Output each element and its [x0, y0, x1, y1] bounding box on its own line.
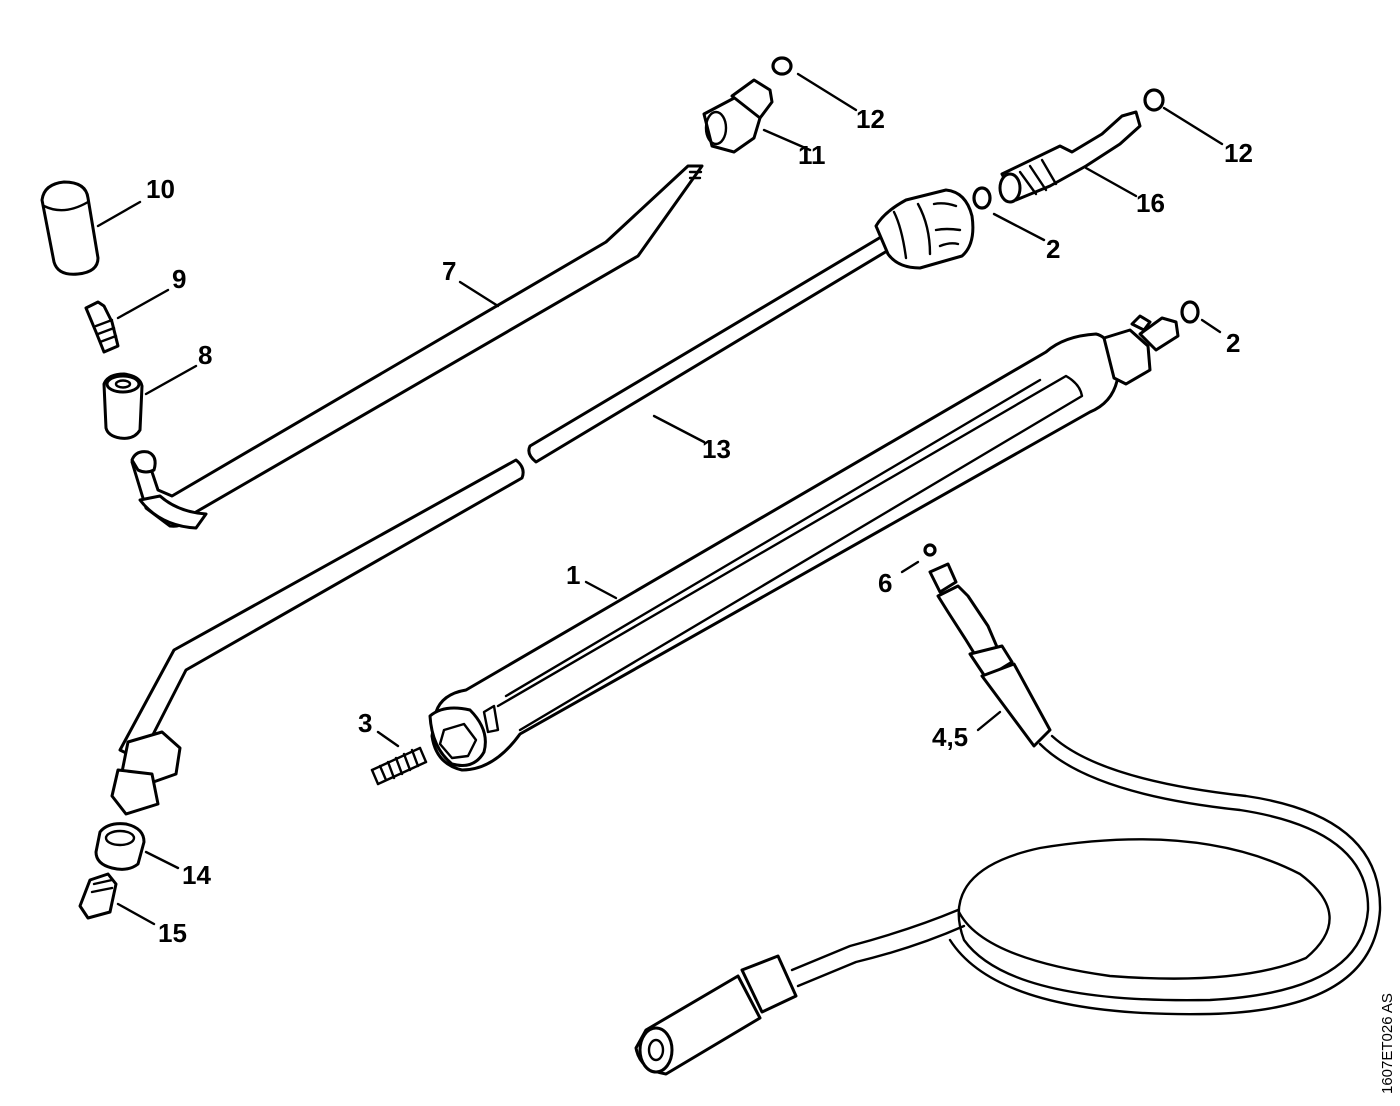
- part-15-nozzle: [78, 872, 118, 920]
- callout-8: 8: [198, 340, 212, 370]
- callout-2b: 2: [1226, 328, 1240, 358]
- part-3-spring: [370, 746, 428, 786]
- callout-3: 3: [358, 708, 372, 738]
- callout-9: 9: [172, 264, 186, 294]
- o-ring-12a-icon: [771, 56, 793, 76]
- callout-14: 14: [182, 860, 211, 890]
- part-1-spray-gun: [428, 314, 1180, 772]
- callout-2a: 2: [1046, 234, 1060, 264]
- callout-7: 7: [442, 256, 456, 286]
- part-10-cap: [40, 180, 100, 276]
- part-4-5-hose: [634, 562, 1382, 1076]
- callout-4-5: 4,5: [932, 722, 968, 752]
- callout-1: 1: [566, 560, 580, 590]
- callout-11: 11: [798, 140, 826, 170]
- part-9-nozzle: [84, 300, 120, 354]
- callout-12b: 12: [1224, 138, 1253, 168]
- callout-10: 10: [146, 174, 175, 204]
- part-11-coupling: [702, 78, 774, 154]
- callout-12a: 12: [856, 104, 885, 134]
- leader-lines: [96, 72, 1224, 926]
- part-16-coupling: [998, 110, 1142, 204]
- callout-6: 6: [878, 568, 892, 598]
- o-ring-6-icon: [923, 543, 937, 557]
- callout-13: 13: [702, 434, 731, 464]
- o-ring-12b-icon: [1143, 88, 1165, 112]
- callout-16: 16: [1136, 188, 1165, 218]
- drawing-code: 1607ET026 AS: [1379, 993, 1396, 1094]
- part-14-nut: [94, 822, 146, 871]
- o-ring-2b-icon: [1180, 300, 1200, 324]
- part-13-straight-lance: [110, 188, 975, 816]
- o-ring-2a-icon: [972, 186, 992, 210]
- callout-15: 15: [158, 918, 187, 948]
- part-8-sleeve: [102, 372, 144, 440]
- part-7-bent-lance: [130, 164, 704, 530]
